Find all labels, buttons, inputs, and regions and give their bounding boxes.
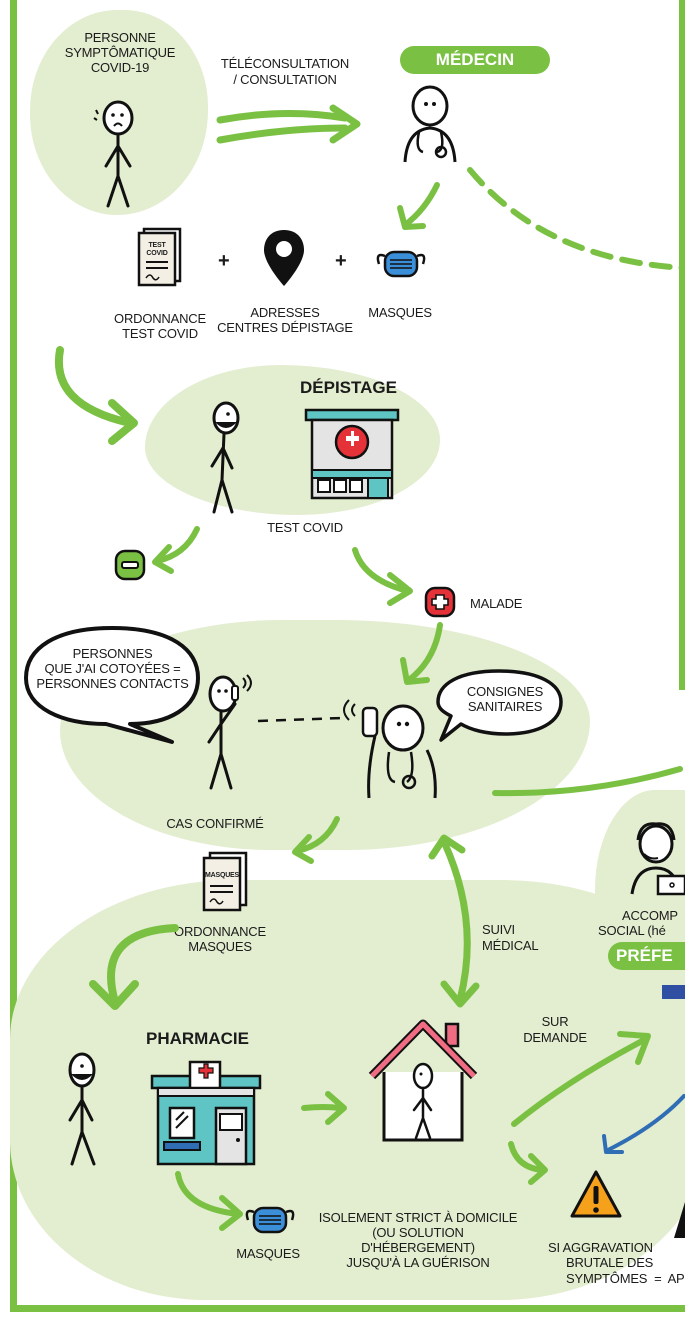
- prescription-doc-tag-2: COVID: [146, 250, 168, 257]
- arrow-to-negative: [152, 526, 200, 574]
- address-label-1: ADRESSES: [250, 305, 320, 320]
- pharmacy-masks-label: MASQUES: [236, 1246, 300, 1261]
- prescription-label-2: TEST COVID: [122, 326, 198, 341]
- on-request-label-1: SUR: [541, 1014, 569, 1029]
- doctor-icon: [403, 85, 457, 163]
- social-label-2: SOCIAL (hé: [598, 923, 666, 938]
- plus-sign-1: +: [218, 250, 230, 272]
- right-border-rail: [679, 0, 685, 690]
- positive-result-icon: [424, 586, 456, 618]
- sick-person-icon: [93, 100, 134, 208]
- arrow-pharmacy-to-home: [301, 1091, 347, 1125]
- isolation-line-4: JUSQU'À LA GUÉRISON: [346, 1255, 490, 1270]
- pharmacy-building-icon: [150, 1060, 262, 1166]
- arrow-to-screening: [54, 346, 138, 445]
- prescription-label-1: ORDONNANCE: [114, 311, 206, 326]
- mask-prescription-doc-tag: MASQUES: [205, 872, 239, 879]
- symptomatic-label-2: SYMPTÔMATIQUE: [64, 45, 176, 60]
- arrow-to-doctor: [216, 104, 361, 144]
- address-label-2: CENTRES DÉPISTAGE: [217, 320, 353, 335]
- distance-dashes: [257, 716, 343, 723]
- arrow-to-doctor-2: [400, 622, 443, 685]
- arrow-to-pharmacy: [89, 924, 179, 1010]
- prefecture-flag-logo: [662, 985, 685, 999]
- masks-label-top: MASQUES: [368, 305, 432, 320]
- prescription-document-icon: [137, 227, 182, 287]
- page-frame: [10, 0, 685, 1312]
- arrow-to-positive: [352, 547, 413, 606]
- arrow-home-to-warning: [508, 1141, 548, 1185]
- call-center-agent-icon: [630, 822, 685, 896]
- on-request-label-2: DEMANDE: [523, 1030, 587, 1045]
- arrow-to-mask-prescription: [292, 816, 340, 864]
- prefecture-badge: PRÉFE: [608, 942, 685, 970]
- instructions-line-2: SANITAIRES: [467, 699, 543, 714]
- worsening-line-1: SI AGGRAVATION: [548, 1240, 653, 1255]
- contacts-bubble-line-2: QUE J'AI COTOYÉES =: [44, 661, 181, 676]
- mask-icon-bottom: [245, 1206, 295, 1234]
- medical-follow-up-arrow: [428, 834, 480, 1008]
- dashed-arrow-right: [467, 167, 685, 271]
- worsening-line-2: BRUTALE DES: [566, 1255, 654, 1270]
- consult-label-2: / CONSULTATION: [233, 72, 337, 87]
- masked-person-pharmacy-icon: [68, 1052, 96, 1166]
- arrow-doctor-to-items: [397, 182, 440, 230]
- negative-result-icon: [114, 549, 146, 581]
- instructions-line-1: CONSIGNES: [466, 684, 544, 699]
- contacts-bubble-line-3: PERSONNES CONTACTS: [36, 676, 189, 691]
- isolation-line-2: (OU SOLUTION: [372, 1225, 464, 1240]
- test-covid-label: TEST COVID: [267, 520, 343, 535]
- mask-prescription-label-1: ORDONNANCE: [174, 924, 266, 939]
- warning-icon: [570, 1170, 622, 1218]
- arrow-to-social-request: [511, 1031, 651, 1127]
- partial-warning-icon: [674, 1202, 685, 1238]
- confirmed-case-label: CAS CONFIRMÉ: [166, 816, 264, 831]
- mask-prescription-label-2: MASQUES: [188, 939, 252, 954]
- pharmacy-title: PHARMACIE: [146, 1029, 249, 1048]
- mask-icon: [376, 250, 426, 278]
- instructions-speech-bubble: [436, 669, 563, 742]
- follow-up-label-2: MÉDICAL: [482, 938, 539, 953]
- map-pin-icon: [264, 230, 304, 286]
- consult-label-1: TÉLÉCONSULTATION: [220, 56, 350, 71]
- arrow-to-social: [492, 766, 683, 797]
- screening-title: DÉPISTAGE: [300, 378, 397, 397]
- isolation-line-3: D'HÉBERGEMENT): [361, 1240, 475, 1255]
- masked-person-icon: [210, 401, 240, 514]
- doctor-phone-icon: [343, 699, 437, 799]
- person-on-phone-icon: [207, 674, 252, 790]
- contacts-bubble-line-1: PERSONNES: [72, 646, 153, 661]
- positive-label: MALADE: [470, 596, 523, 611]
- plus-sign-2: +: [335, 250, 347, 272]
- isolation-line-1: ISOLEMENT STRICT À DOMICILE: [318, 1210, 518, 1225]
- arrow-to-masks: [175, 1171, 243, 1231]
- home-isolation-icon: [368, 1019, 478, 1142]
- symptomatic-label-1: PERSONNE: [84, 30, 156, 45]
- worsening-line-3: SYMPTÔMES = AP: [566, 1271, 685, 1286]
- mask-prescription-document-icon: [202, 851, 248, 912]
- symptomatic-label-3: COVID-19: [90, 60, 150, 75]
- blue-arrow-emergency: [602, 1094, 685, 1154]
- contacts-speech-bubble: [24, 626, 200, 744]
- social-label-1: ACCOMP: [622, 908, 678, 923]
- prescription-doc-tag-1: TEST: [148, 242, 166, 249]
- doctor-badge: MÉDECIN: [400, 46, 550, 74]
- screening-center-building-icon: [304, 408, 400, 500]
- follow-up-label-1: SUIVI: [482, 922, 515, 937]
